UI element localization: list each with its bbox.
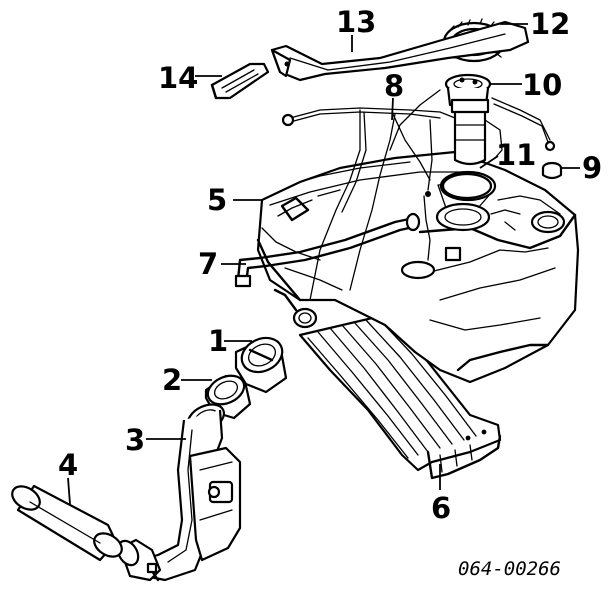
callout-10: 10 bbox=[522, 68, 562, 102]
callout-11: 11 bbox=[496, 138, 536, 172]
callout-8: 8 bbox=[384, 69, 404, 103]
callout-3: 3 bbox=[125, 423, 145, 457]
callout-14: 14 bbox=[158, 61, 198, 95]
leader-lines bbox=[67, 23, 580, 505]
callout-6: 6 bbox=[431, 491, 451, 525]
callout-labels: 1 2 3 4 5 6 7 8 9 10 11 12 13 14 bbox=[58, 5, 602, 525]
part-5-fuel-tank bbox=[256, 150, 580, 384]
callout-2: 2 bbox=[162, 363, 182, 397]
callout-1: 1 bbox=[208, 324, 228, 358]
part-11-seal-ring bbox=[441, 172, 493, 200]
callout-4: 4 bbox=[58, 448, 78, 482]
callout-13: 13 bbox=[336, 5, 376, 39]
callout-12: 12 bbox=[530, 7, 570, 41]
callout-7: 7 bbox=[198, 247, 218, 281]
part-13-bracket-arm bbox=[270, 20, 530, 82]
callout-9: 9 bbox=[582, 151, 602, 185]
part-14-bracket bbox=[210, 62, 270, 100]
callout-5: 5 bbox=[207, 183, 227, 217]
part-10-fuel-pump-module bbox=[444, 73, 503, 166]
part-number-label: 064-00266 bbox=[458, 558, 561, 580]
part-1-filler-cap bbox=[234, 336, 288, 394]
part-7-tank-strap bbox=[234, 212, 421, 288]
part-3-filler-tube bbox=[116, 403, 242, 582]
part-4-filler-hose bbox=[11, 484, 123, 562]
part-9-grommet bbox=[541, 161, 563, 180]
part-8-wiring-harness bbox=[281, 89, 556, 301]
